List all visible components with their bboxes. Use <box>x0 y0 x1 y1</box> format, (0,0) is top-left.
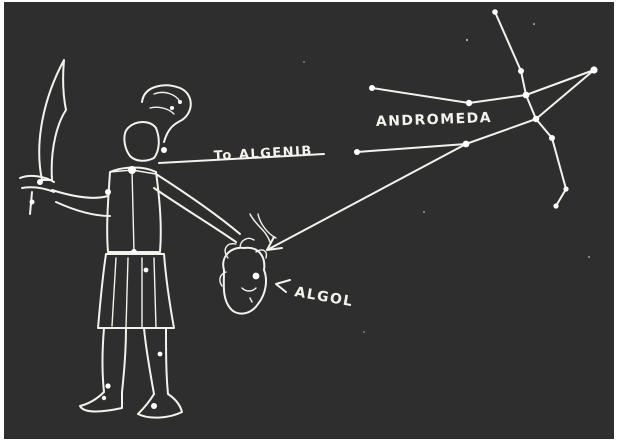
medusa-head <box>219 237 268 315</box>
helmet <box>141 84 192 143</box>
face <box>123 121 160 162</box>
night-sky-background <box>4 2 614 439</box>
right-foot <box>137 393 183 419</box>
arrow-head-icon <box>266 236 283 251</box>
background-stars <box>303 23 590 333</box>
sword-guard <box>19 174 55 193</box>
torso <box>106 166 162 253</box>
sword-blade <box>38 59 67 181</box>
left-foot <box>79 391 123 413</box>
right-leg <box>143 327 169 395</box>
left-leg <box>101 327 127 393</box>
star-chart-canvas: To ALGENIB ANDROMEDA ALGOL <box>4 2 614 439</box>
perseus-figure <box>19 59 277 419</box>
star-chart: To ALGENIB ANDROMEDA ALGOL <box>4 2 614 439</box>
andromeda-lower-chain <box>356 69 595 153</box>
skirt <box>97 253 175 329</box>
andromeda-constellation <box>158 9 598 251</box>
line-to-algenib <box>158 153 325 164</box>
label-andromeda: ANDROMEDA <box>376 110 493 130</box>
label-to-algenib: To ALGENIB <box>213 144 313 164</box>
andromeda-upper-chain <box>371 69 595 105</box>
line-to-algol <box>266 143 467 251</box>
arrow-left-icon <box>275 279 291 293</box>
